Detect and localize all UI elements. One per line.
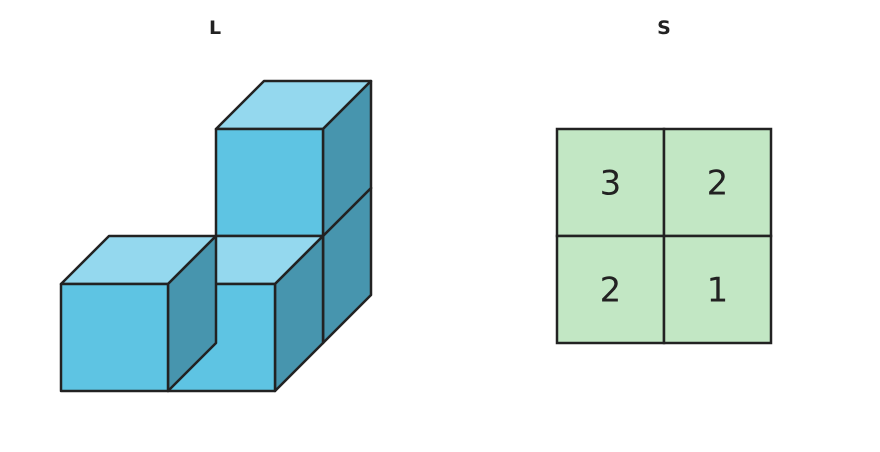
grid-cell bbox=[662, 234, 773, 345]
cube bbox=[59, 234, 218, 393]
grid-cell bbox=[662, 127, 773, 238]
grid-cell-value: 2 bbox=[600, 271, 622, 311]
cube bbox=[214, 79, 373, 238]
cube-front-face bbox=[214, 127, 325, 238]
grid-cell-value: 2 bbox=[707, 164, 729, 204]
cube-front-face bbox=[59, 282, 170, 393]
isometric-cube-stack bbox=[59, 79, 373, 393]
grid-cell-value: 3 bbox=[600, 164, 622, 204]
top-view-count-grid: 3 2 2 1 bbox=[555, 127, 773, 345]
label-right: S bbox=[657, 17, 671, 39]
grid-cell-value: 1 bbox=[707, 271, 729, 311]
label-left: L bbox=[209, 17, 221, 39]
